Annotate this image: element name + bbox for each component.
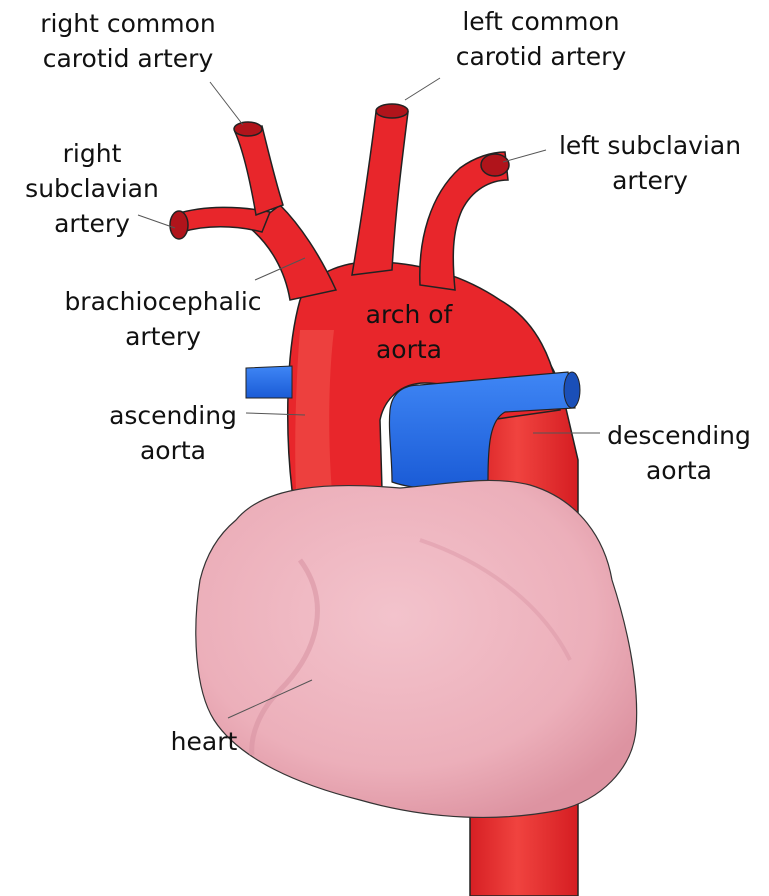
label-brachiocephalic: brachiocephalic artery (38, 284, 288, 354)
ascending-aorta-shape (295, 330, 334, 492)
label-ascending-aorta: ascending aorta (92, 398, 254, 468)
right-common-carotid-shape (235, 126, 283, 215)
pulmonary-vessel-left-stub (246, 366, 292, 398)
label-right-subclavian: right subclavian artery (12, 136, 172, 241)
label-left-common-carotid: left common carotid artery (430, 4, 652, 74)
heart-shape (196, 480, 637, 817)
label-descending-aorta: descending aorta (594, 418, 764, 488)
label-heart: heart (150, 724, 258, 759)
left-subclavian-opening (481, 154, 509, 176)
label-arch-of-aorta: arch of aorta (340, 297, 478, 367)
pulmonary-opening (564, 372, 580, 408)
right-subclavian-opening (170, 211, 188, 239)
right-carotid-opening (234, 122, 262, 136)
left-carotid-opening (376, 104, 408, 118)
leader-left-common-carotid (405, 78, 440, 100)
label-right-common-carotid: right common carotid artery (12, 6, 244, 76)
label-left-subclavian: left subclavian artery (540, 128, 760, 198)
left-common-carotid-shape (352, 112, 408, 275)
leader-right-common-carotid (210, 82, 243, 125)
